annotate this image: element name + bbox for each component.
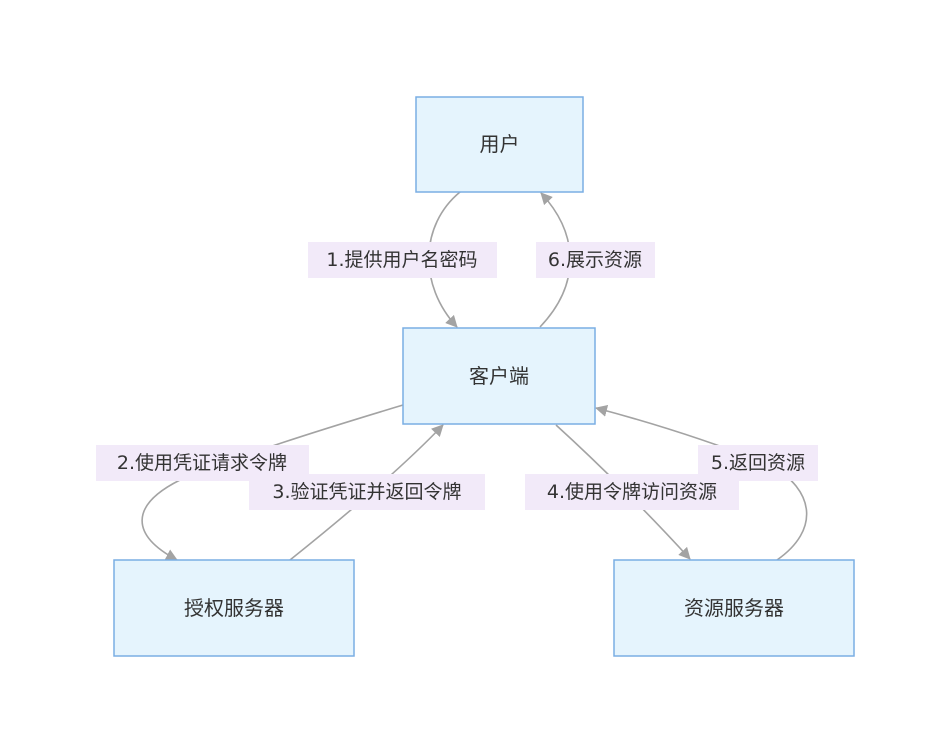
node-client: 客户端 — [402, 327, 596, 425]
node-resource-server-label: 资源服务器 — [684, 596, 784, 620]
edge-label-6-text: 6.展示资源 — [548, 249, 642, 271]
edge-label-3: 3.验证凭证并返回令牌 — [249, 474, 485, 510]
nodes: 用户 客户端 授权服务器 资源服务器 — [113, 96, 855, 657]
node-auth-server: 授权服务器 — [113, 559, 355, 657]
edge-label-5-text: 5.返回资源 — [711, 452, 805, 474]
edge-label-1: 1.提供用户名密码 — [308, 242, 497, 278]
edge-labels: 1.提供用户名密码 6.展示资源 2.使用凭证请求令牌 3.验证凭证并返回令牌 … — [96, 242, 818, 510]
node-resource-server: 资源服务器 — [613, 559, 855, 657]
edge-label-6: 6.展示资源 — [536, 242, 655, 278]
node-auth-server-label: 授权服务器 — [184, 596, 284, 620]
node-user: 用户 — [415, 96, 584, 193]
edge-label-1-text: 1.提供用户名密码 — [326, 249, 477, 271]
edge-label-4-text: 4.使用令牌访问资源 — [547, 481, 717, 503]
node-user-label: 用户 — [480, 132, 520, 156]
edge-label-2-text: 2.使用凭证请求令牌 — [117, 452, 287, 474]
edge-label-5: 5.返回资源 — [698, 445, 818, 481]
node-client-label: 客户端 — [469, 364, 529, 388]
edge-label-3-text: 3.验证凭证并返回令牌 — [272, 481, 461, 503]
